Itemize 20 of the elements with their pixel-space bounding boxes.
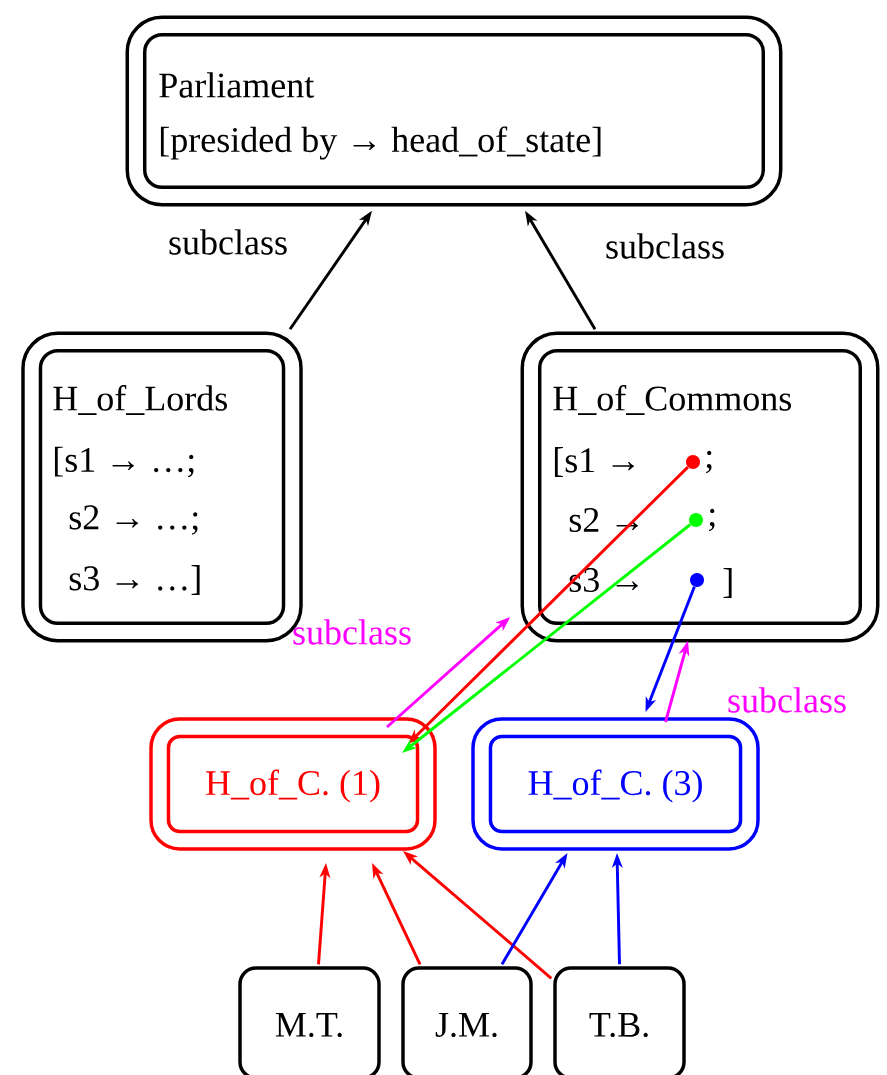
box-text: H_of_Lords bbox=[53, 385, 227, 415]
edge-label: subclass bbox=[728, 687, 846, 713]
box-text: J.M. bbox=[435, 1012, 497, 1038]
box-text: H_of_C. (1) bbox=[206, 769, 380, 803]
edge-label: subclass bbox=[169, 229, 287, 255]
punctuation: ] bbox=[723, 568, 732, 598]
punctuation: ; bbox=[709, 508, 715, 532]
box-text: [s1 → …; bbox=[54, 446, 194, 478]
box-text: [s1 → bbox=[554, 447, 634, 477]
box-text: H_of_C. (3) bbox=[528, 769, 702, 803]
box-text: Parliament bbox=[159, 72, 315, 98]
edge-label: subclass bbox=[606, 233, 724, 259]
box-text: T.B. bbox=[589, 1012, 648, 1038]
box-text: M.T. bbox=[275, 1012, 342, 1038]
box-text: [presided by → head_of_state] bbox=[160, 126, 601, 160]
punctuation: ; bbox=[706, 450, 712, 474]
box-text: s3 → …] bbox=[69, 565, 200, 595]
box-text: s2 → …; bbox=[69, 505, 198, 535]
box-text: H_of_Commons bbox=[553, 385, 791, 415]
edge-label: subclass bbox=[293, 619, 411, 645]
